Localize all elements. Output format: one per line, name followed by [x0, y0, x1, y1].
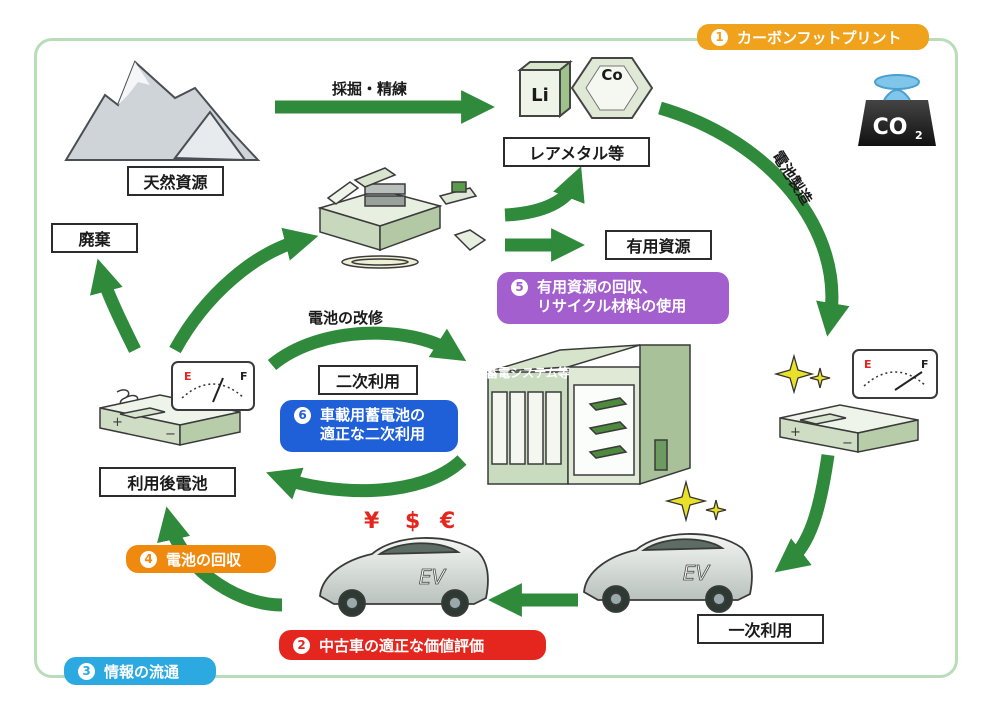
cobalt-hexagon-icon: Co	[570, 57, 654, 119]
gauge-empty-label: E	[184, 370, 192, 383]
badge-resource-recovery: 5 有用資源の回収、 リサイクル材料の使用	[497, 272, 729, 324]
new-ev-car-icon: EV	[583, 533, 753, 613]
euro-symbol: €	[439, 509, 455, 534]
mountain-icon	[64, 60, 261, 162]
ev-label-used: EV	[419, 565, 447, 589]
storage-system-label: 蓄電システム等	[486, 365, 570, 380]
label-useful-resources: 有用資源	[605, 230, 712, 260]
currency-symbols: ¥ $ €	[364, 509, 455, 534]
badge-line-1: 車載用蓄電池の	[320, 406, 426, 424]
arrow-label-mining: 採掘・精練	[332, 80, 408, 98]
storage-system-icon: 蓄電システム等	[486, 344, 691, 486]
svg-text:+: +	[112, 415, 123, 430]
badge-number: 2	[293, 636, 310, 654]
svg-text:+: +	[790, 425, 801, 440]
badge-line-2: 適正な二次利用	[320, 425, 426, 443]
badge-battery-collection: 4 電池の回収	[126, 545, 276, 573]
yen-symbol: ¥	[364, 509, 380, 534]
sparkle-icons	[664, 353, 831, 523]
badge-info-flow: 3 情報の流通	[64, 657, 216, 685]
gauge-full-label-2: F	[921, 358, 929, 371]
arrow-return-secondary	[266, 455, 467, 500]
badge-number: 6	[294, 407, 311, 424]
arrow-modification	[267, 326, 467, 371]
label-secondary-use: 二次利用	[318, 365, 418, 395]
badge-number: 5	[511, 279, 528, 296]
dollar-symbol: $	[405, 509, 420, 534]
co2-subscript: 2	[915, 129, 923, 142]
arrow-label-modification: 電池の改修	[308, 309, 384, 327]
recycling-parts-icon	[317, 167, 487, 269]
gauge-full-label: F	[240, 370, 248, 383]
info-flow-frame	[34, 38, 958, 678]
badge-line-2: リサイクル材料の使用	[537, 297, 687, 315]
arrow-manufacturing	[658, 101, 850, 337]
label-primary-use: 一次利用	[697, 614, 824, 644]
arrow-to-recycling	[169, 227, 319, 354]
flow-arrows	[90, 90, 850, 617]
badge-text: 中古車の適正な価値評価	[319, 636, 485, 655]
used-ev-car-icon: EV	[319, 537, 489, 617]
arrow-to-primary-use	[774, 454, 835, 573]
lithium-label: Li	[531, 85, 549, 106]
badge-number: 4	[140, 550, 157, 568]
label-used-battery: 利用後電池	[99, 467, 236, 497]
badge-text: 情報の流通	[104, 662, 180, 681]
badge-carbon-footprint: 1 カーボンフットプリント	[697, 24, 929, 50]
cobalt-label: Co	[601, 66, 622, 84]
badge-secondary-use: 6 車載用蓄電池の 適正な二次利用	[280, 400, 458, 452]
svg-text:−: −	[842, 436, 853, 451]
co2-label: CO	[873, 115, 908, 140]
co2-weight-icon: CO 2	[858, 74, 936, 146]
used-battery-icon: + −	[99, 389, 241, 446]
fuel-gauge-empty-icon: E F	[171, 361, 255, 411]
badge-used-car-valuation: 2 中古車の適正な価値評価	[279, 630, 546, 660]
lithium-cube-icon: Li	[517, 59, 573, 119]
badge-number: 1	[711, 28, 728, 46]
ev-label-new: EV	[683, 561, 711, 585]
arrow-to-disposal	[90, 258, 141, 353]
gauge-empty-label-2: E	[864, 358, 872, 371]
label-natural-resources: 天然資源	[127, 166, 224, 196]
badge-line-1: 有用資源の回収、	[537, 278, 658, 296]
badge-number: 3	[78, 662, 95, 680]
arrow-collection	[157, 506, 283, 612]
label-rare-metals: レアメタル等	[503, 137, 650, 167]
fuel-gauge-full-icon: E F	[852, 349, 938, 399]
badge-text: カーボンフットプリント	[737, 28, 902, 47]
badge-text: 電池の回収	[166, 550, 242, 569]
svg-text:−: −	[165, 427, 176, 442]
label-disposal: 廃棄	[51, 223, 138, 253]
arrow-to-rare-metals	[504, 166, 585, 222]
new-battery-icon: + −	[779, 404, 919, 453]
